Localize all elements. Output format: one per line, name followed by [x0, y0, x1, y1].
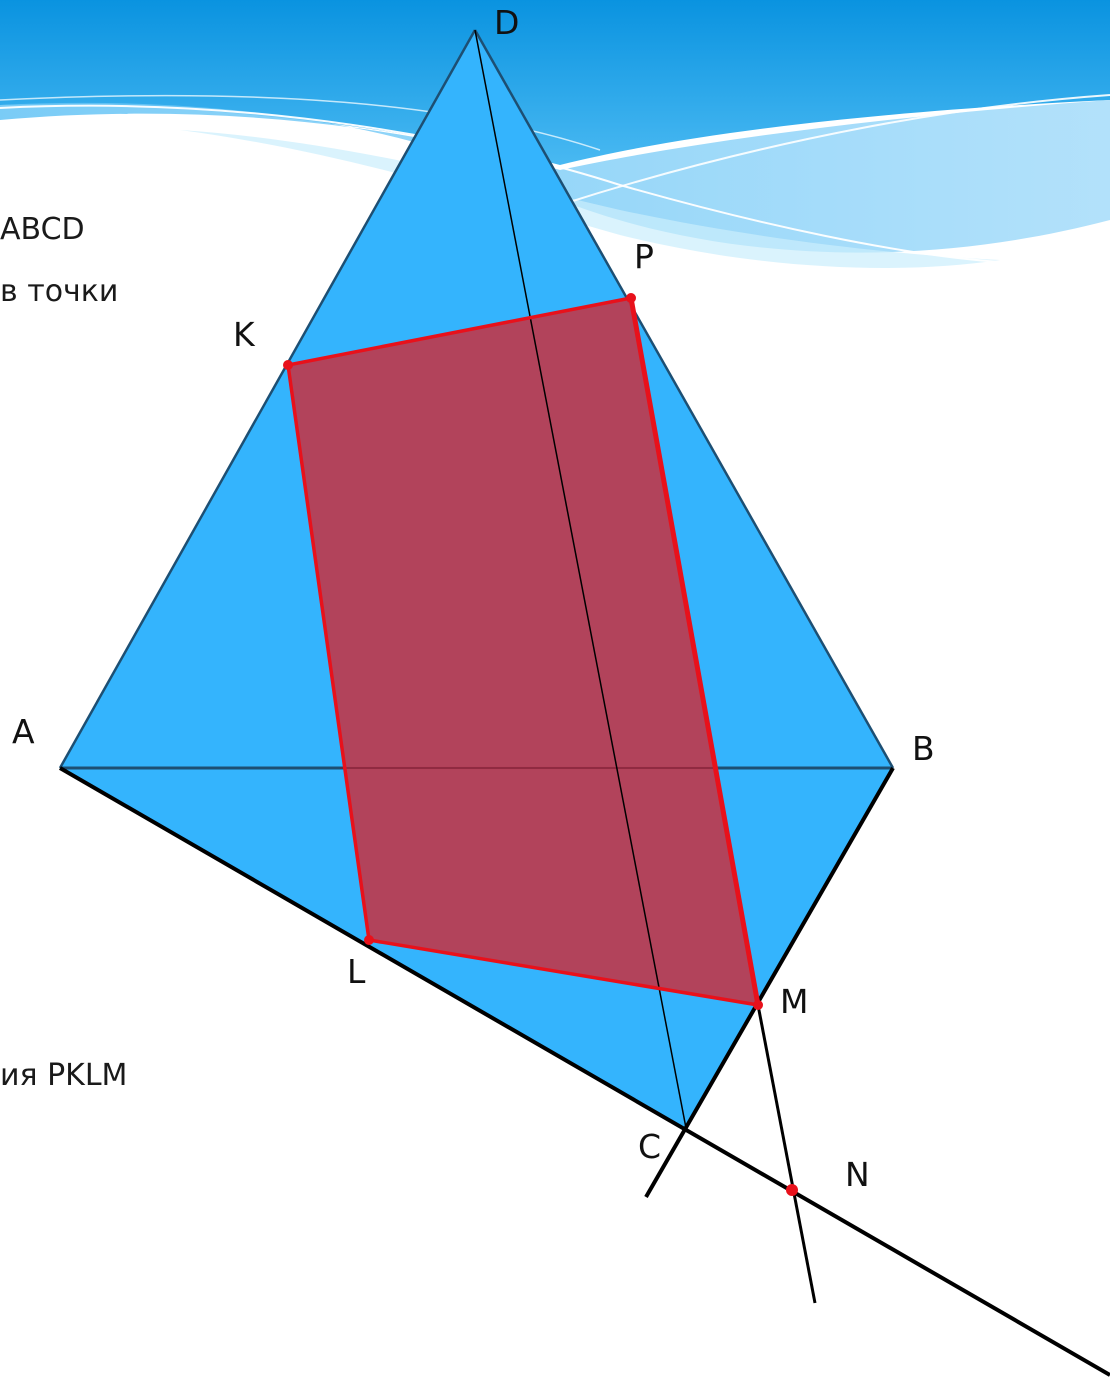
header-wave-light [180, 130, 1000, 268]
point-n [786, 1184, 798, 1196]
section-pklm [288, 298, 758, 1005]
edge-da [58, 29, 477, 769]
label-a: A [12, 712, 35, 751]
wave-line-1 [0, 104, 1001, 263]
label-l: L [347, 952, 366, 991]
section-edges [286, 296, 759, 1007]
point-p [626, 293, 636, 303]
label-d: D [494, 3, 520, 42]
text-line-v-tochki: в точки [0, 274, 119, 309]
label-m: M [780, 982, 809, 1021]
line-pm-extended [756, 1004, 817, 1304]
wave-line-2 [559, 94, 1110, 206]
edge-db [473, 29, 895, 769]
point-l [364, 935, 374, 945]
edge-dc-hidden [474, 29, 687, 1129]
label-k: K [233, 315, 255, 354]
label-b: B [912, 729, 935, 768]
line-ac-extended [58, 766, 1110, 1377]
text-line-abcd: ABCD [0, 212, 85, 247]
header-band [0, 0, 1110, 165]
label-c: C [638, 1127, 662, 1166]
label-n: N [845, 1155, 870, 1194]
line-bc-extended [644, 767, 895, 1198]
point-m [753, 1000, 763, 1010]
wave-line-3 [0, 94, 601, 151]
text-line-pklm: ия PKLM [0, 1058, 128, 1093]
label-p: P [634, 237, 654, 276]
section-edge-pm [628, 297, 761, 1006]
point-k [283, 360, 293, 370]
